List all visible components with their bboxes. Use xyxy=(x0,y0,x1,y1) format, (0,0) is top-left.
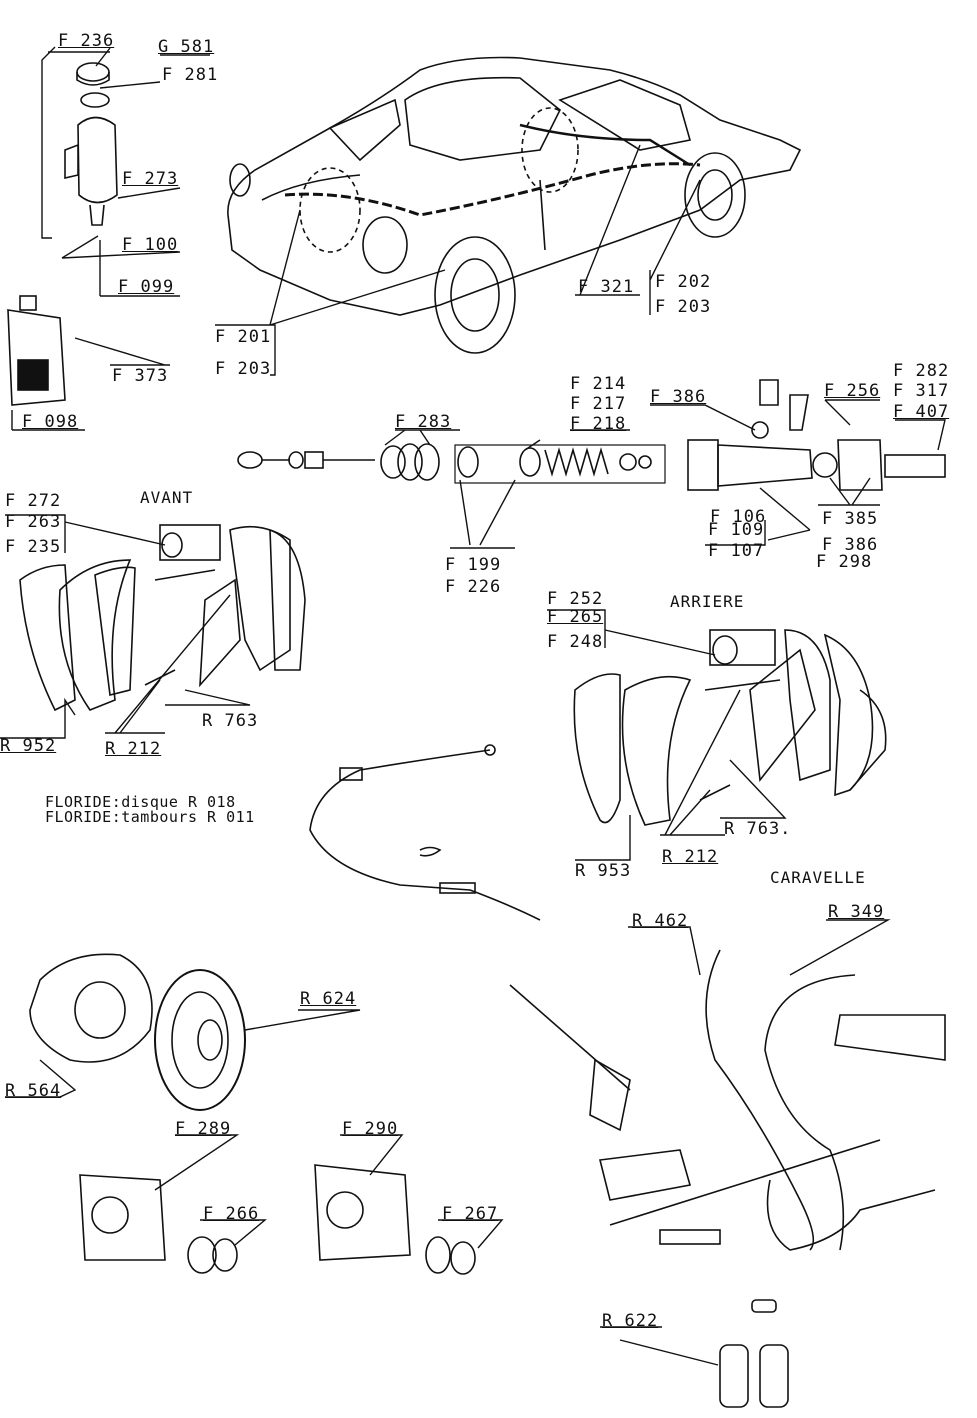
label-f317: F 317 xyxy=(893,381,950,401)
note-floride-drum: FLORIDE:tambours R 011 xyxy=(45,808,255,826)
label-f203-right: F 203 xyxy=(655,297,712,317)
leader-lines xyxy=(0,46,946,1366)
label-f106: F 106 xyxy=(710,507,767,527)
brake-fluid-reservoir xyxy=(64,62,118,226)
label-f385: F 385 xyxy=(822,509,879,529)
caliper-f290 xyxy=(314,1164,476,1275)
label-f202: F 202 xyxy=(655,272,712,292)
note-floride-disc: FLORIDE:disque R 018 xyxy=(45,793,236,811)
section-title-avant: AVANT xyxy=(140,488,194,507)
label-r622: R 622 xyxy=(602,1311,659,1331)
label-f267: F 267 xyxy=(442,1204,499,1224)
label-f263: F 263 xyxy=(5,512,62,532)
label-f290: F 290 xyxy=(342,1119,399,1139)
label-f289: F 289 xyxy=(175,1119,232,1139)
label-f248: F 248 xyxy=(547,632,604,652)
label-r212-front: R 212 xyxy=(105,739,162,759)
label-f236: F 236 xyxy=(58,31,115,51)
label-f373: F 373 xyxy=(112,366,169,386)
section-title-caravelle: CARAVELLE xyxy=(770,868,866,887)
label-f386-top: F 386 xyxy=(650,387,707,407)
brake-fluid-can xyxy=(7,295,66,406)
label-f100: F 100 xyxy=(122,235,179,255)
caliper-f289 xyxy=(79,1174,238,1274)
label-f214: F 214 xyxy=(570,374,627,394)
label-f266: F 266 xyxy=(203,1204,260,1224)
label-f273: F 273 xyxy=(122,169,179,189)
label-f217: F 217 xyxy=(570,394,627,414)
label-f298: F 298 xyxy=(816,552,873,572)
car-illustration xyxy=(227,56,802,354)
label-f199: F 199 xyxy=(445,555,502,575)
label-f256: F 256 xyxy=(824,381,881,401)
label-f282: F 282 xyxy=(893,361,950,381)
label-r212-rear: R 212 xyxy=(662,847,719,867)
label-r349: R 349 xyxy=(828,902,885,922)
label-f098: F 098 xyxy=(22,412,79,432)
rear-drum-brake-assembly xyxy=(573,629,887,826)
label-f203-left: F 203 xyxy=(215,359,272,379)
label-f283: F 283 xyxy=(395,412,452,432)
label-r564: R 564 xyxy=(5,1081,62,1101)
master-cylinder-exploded xyxy=(237,379,946,491)
handbrake-cable xyxy=(309,744,541,921)
label-g581: G 581 xyxy=(158,37,215,57)
label-f252: F 252 xyxy=(547,589,604,609)
label-r462: R 462 xyxy=(632,911,689,931)
caravelle-handbrake-system xyxy=(509,949,946,1408)
front-drum-brake-assembly xyxy=(19,524,306,712)
label-f099: F 099 xyxy=(118,277,175,297)
label-f265: F 265 xyxy=(547,607,604,627)
label-f226: F 226 xyxy=(445,577,502,597)
label-r953: R 953 xyxy=(575,861,632,881)
label-f109: F 109 xyxy=(708,520,765,540)
label-f272: F 272 xyxy=(5,491,62,511)
label-f386-bottom: F 386 xyxy=(822,535,879,555)
label-f201: F 201 xyxy=(215,327,272,347)
section-title-arriere: ARRIERE xyxy=(670,592,745,611)
label-f107: F 107 xyxy=(708,541,765,561)
label-f321: F 321 xyxy=(578,277,635,297)
label-f218: F 218 xyxy=(570,414,627,434)
label-f235: F 235 xyxy=(5,537,62,557)
label-r624: R 624 xyxy=(300,989,357,1009)
disc-brake-assembly xyxy=(29,953,246,1111)
label-f407: F 407 xyxy=(893,402,950,422)
label-r763-front: R 763 xyxy=(202,711,259,731)
label-r952: R 952 xyxy=(0,736,57,756)
label-r763-rear: R 763. xyxy=(724,819,792,839)
label-f281: F 281 xyxy=(162,65,219,85)
